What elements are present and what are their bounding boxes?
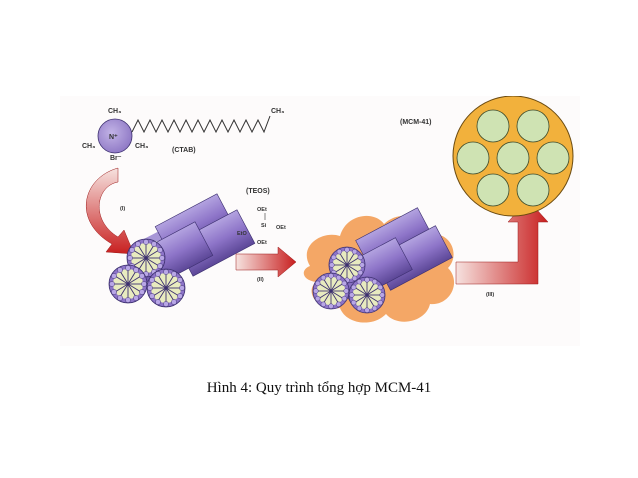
synthesis-diagram: CH₃ N⁺ CH₃ CH₃ Br⁻ CH₃ (CTAB) (I) (TEOS)… bbox=[60, 96, 580, 346]
ch3-right-label: CH₃ bbox=[135, 143, 148, 150]
hydrocarbon-tail bbox=[131, 115, 271, 134]
micelle-cross-section bbox=[146, 268, 186, 308]
step-1-label: (I) bbox=[120, 206, 125, 212]
micelle-cross-section bbox=[108, 264, 148, 304]
teos-molecule: (TEOS) OEt Si EtO OEt OEt bbox=[237, 188, 286, 246]
pore bbox=[476, 173, 510, 207]
teos-label: (TEOS) bbox=[246, 188, 270, 195]
pore bbox=[456, 141, 490, 175]
oet-top-label: OEt bbox=[257, 207, 267, 213]
diagram-canvas: CH₃ N⁺ CH₃ CH₃ Br⁻ CH₃ (CTAB) (I) (TEOS)… bbox=[82, 96, 574, 323]
arrow-step-1: (I) bbox=[86, 167, 135, 255]
figure-caption: Hình 4: Quy trình tổng hợp MCM-41 bbox=[206, 380, 432, 396]
ch3-tail-label: CH₃ bbox=[271, 108, 284, 115]
pore bbox=[516, 173, 550, 207]
ctab-label: (CTAB) bbox=[172, 147, 196, 154]
ch3-left-label: CH₃ bbox=[82, 143, 95, 150]
mcm41-label: (MCM-41) bbox=[400, 119, 432, 126]
oet-bottom-label: OEt bbox=[257, 240, 267, 246]
ammonium-head bbox=[97, 118, 133, 154]
step-3-label: (III) bbox=[486, 292, 494, 298]
mcm41-structure: (MCM-41) bbox=[400, 96, 574, 217]
micelle-rod-bundle bbox=[108, 193, 256, 308]
coated-cross-section bbox=[348, 276, 386, 314]
ctab-molecule: CH₃ N⁺ CH₃ CH₃ Br⁻ CH₃ (CTAB) bbox=[82, 108, 284, 162]
pore bbox=[516, 109, 550, 143]
pore bbox=[496, 141, 530, 175]
pore bbox=[536, 141, 570, 175]
pore bbox=[476, 109, 510, 143]
bromide-label: Br⁻ bbox=[110, 155, 122, 162]
nitrogen-label: N⁺ bbox=[109, 134, 118, 141]
silica-coated-micelles bbox=[303, 207, 455, 323]
ch3-top-label: CH₃ bbox=[108, 108, 121, 115]
arrow-step-2: (II) bbox=[235, 246, 297, 283]
silicon-label: Si bbox=[261, 223, 267, 229]
eto-label: EtO bbox=[237, 231, 248, 237]
step-2-label: (II) bbox=[257, 277, 264, 283]
coated-cross-section bbox=[312, 272, 350, 310]
oet-right-label: OEt bbox=[276, 225, 286, 231]
